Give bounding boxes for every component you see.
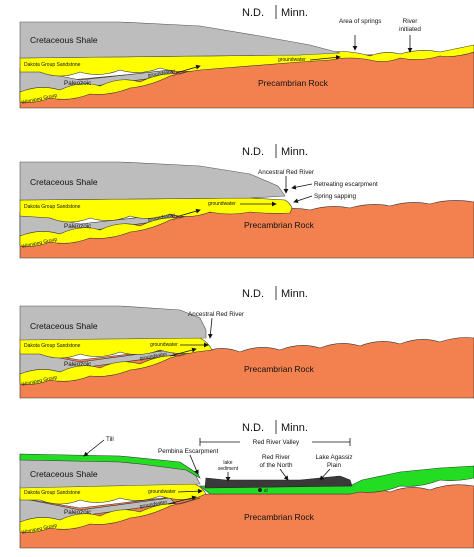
minn-label: Minn. [281,146,308,158]
paleozoic-label: Paleozoic [64,80,91,87]
springs-label: Area of springs [339,18,381,25]
agassiz-pointer [319,468,331,481]
dakota-label: Dakota Group Sandstone [24,490,81,496]
valley-label: Red River Valley [253,439,300,446]
cretaceous-shale [19,161,286,201]
winnipeg-sandstone [19,67,201,103]
panel-2: N.D. Minn. Cretaceous Shale Dakota Group… [19,144,474,259]
ancestral-label: Ancestral Red River [188,311,244,318]
river-label-2: initiated [399,26,421,33]
precambrian-rock [19,200,474,259]
groundwater-arrow-2 [175,64,201,74]
groundwater-label-2: groundwater [147,212,176,223]
red-north-label-2: of the North [260,462,293,469]
cretaceous-shale [19,305,207,341]
groundwater-label-2: groundwater [139,351,168,362]
paleozoic-label: Paleozoic [64,509,91,516]
sl-label: sl [264,488,268,494]
dakota-label: Dakota Group Sandstone [24,204,81,210]
groundwater-arrow-2 [169,347,197,357]
groundwater-arrow-2 [175,208,201,218]
precambrian-label: Precambrian Rock [244,512,315,522]
groundwater-arrow [309,55,341,61]
dakota-sandstone [19,197,293,223]
till-upland [19,453,201,479]
groundwater-arrow [177,488,203,494]
ancestral-label: Ancestral Red River [258,169,314,176]
lake-sed-label-1: lake [223,460,232,466]
panel-4: N.D. Minn. Cretaceous Shale Dakota Group… [19,420,474,549]
cretaceous-label: Cretaceous Shale [30,469,98,479]
till-label: Till [106,436,114,443]
winnipeg-sandstone [19,497,201,533]
precambrian-label: Precambrian Rock [258,78,329,88]
groundwater-label: groundwater [208,201,236,207]
winnipeg-sandstone [19,349,199,385]
red-north-pointer [279,468,289,481]
till-pointer [83,439,105,457]
panel-1: N.D. Minn. Cretaceous Shale Dakota Group… [19,5,474,109]
nd-label: N.D. [242,288,264,300]
red-north-label-1: Red River [262,454,290,461]
minn-label: Minn. [281,7,308,19]
sapping-pointer [293,195,313,204]
groundwater-label: groundwater [150,342,178,348]
groundwater-label: groundwater [148,489,176,495]
retreating-pointer [291,183,313,190]
precambrian-rock [19,337,474,399]
groundwater-label-2: groundwater [147,68,176,79]
cretaceous-label: Cretaceous Shale [30,321,98,331]
sapping-label: Spring sapping [314,193,357,200]
precambrian-label: Precambrian Rock [244,220,315,230]
groundwater-arrow-2 [167,495,197,505]
minn-label: Minn. [281,288,308,300]
cretaceous-label: Cretaceous Shale [30,35,98,45]
nd-label: N.D. [242,422,264,434]
nd-label: N.D. [242,7,264,19]
lake-sediment-dark [204,475,353,489]
nd-label: N.D. [242,146,264,158]
groundwater-label-2: groundwater [139,499,168,510]
pembina-pointer [189,454,199,475]
precambrian-label: Precambrian Rock [244,364,315,374]
dakota-label: Dakota Group Sandstone [24,343,81,349]
dakota-sandstone [19,44,474,77]
sl-marker [258,488,262,492]
agassiz-label-1: Lake Agassiz [315,454,352,461]
dakota-sandstone [19,337,213,359]
agassiz-label-2: Plain [327,462,341,469]
groundwater-label: groundwater [278,57,306,63]
ancestral-pointer [208,317,213,339]
river-label-1: River [403,18,418,25]
pembina-label: Pembina Escarpment [158,448,218,455]
retreating-label: Retreating escarpment [314,181,378,188]
dakota-label: Dakota Group Sandstone [24,62,81,68]
cretaceous-label: Cretaceous Shale [30,177,98,187]
springs-text: Area of springs [339,18,381,25]
minn-label: Minn. [281,422,308,434]
dakota-sandstone [19,483,207,505]
paleozoic-label: Paleozoic [64,223,91,230]
panel-3: N.D. Minn. Cretaceous Shale Dakota Group… [19,286,474,399]
paleozoic-label: Paleozoic [64,361,91,368]
lake-sed-label-2: sediment [218,466,239,472]
cretaceous-shale [19,21,341,59]
